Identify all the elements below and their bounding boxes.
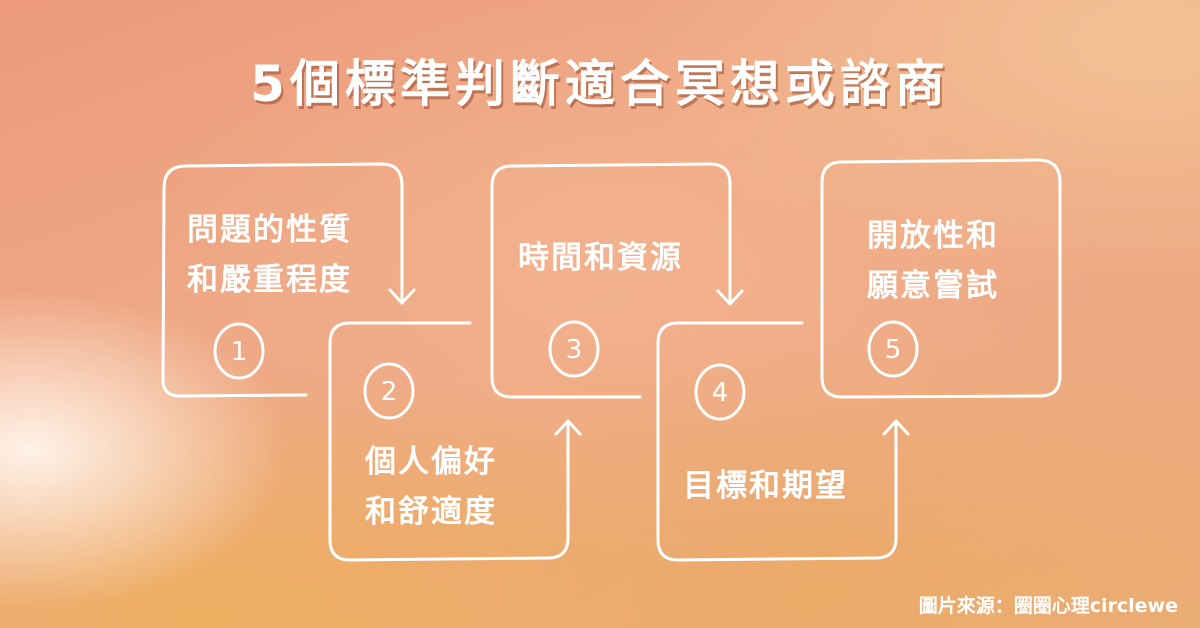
step-4-frame [656, 321, 898, 562]
step-3-label-line-1: 時間和資源 [518, 240, 683, 276]
step-1-frame [161, 162, 404, 398]
step-1-number: 1 [231, 337, 248, 367]
step-2-arrow-head [554, 419, 582, 436]
step-5-frame [820, 158, 1062, 399]
step-4-label-line-1: 目標和期望 [683, 468, 848, 504]
page-title: 5個標準判斷適合冥想或諮商 [250, 55, 950, 113]
step-5-label-line-2: 願意嘗試 [867, 268, 999, 304]
step-1-label: 問題的性質 和嚴重程度 [187, 205, 352, 305]
step-2-label-line-2: 和舒適度 [365, 494, 497, 530]
step-2-number-circle [363, 362, 415, 420]
step-1-number-circle [213, 322, 265, 380]
step-2-label-line-1: 個人偏好 [365, 444, 497, 480]
step-5-label: 開放性和 願意嘗試 [867, 211, 999, 311]
step-5-label-line-1: 開放性和 [867, 218, 999, 254]
step-1-arrow-head [388, 288, 416, 305]
step-3-arrow-head [716, 289, 744, 306]
step-4-number-circle [694, 363, 746, 421]
step-3-number-circle [548, 320, 600, 378]
step-2-frame [328, 321, 570, 562]
step-3-frame [490, 162, 732, 399]
step-5-number-circle [867, 320, 919, 378]
step-5-number: 5 [885, 335, 902, 365]
step-4-number: 4 [712, 378, 729, 408]
step-3-label: 時間和資源 [518, 233, 683, 283]
step-4-label: 目標和期望 [683, 461, 848, 511]
step-4-arrow-head [882, 419, 910, 436]
step-3-number: 3 [566, 335, 583, 365]
step-1-label-line-2: 和嚴重程度 [187, 262, 352, 298]
step-2-number: 2 [381, 377, 398, 407]
step-1-label-line-1: 問題的性質 [187, 212, 352, 248]
step-2-label: 個人偏好 和舒適度 [365, 437, 497, 537]
image-credit: 圖片來源：圈圈心理circlewe [918, 595, 1178, 617]
